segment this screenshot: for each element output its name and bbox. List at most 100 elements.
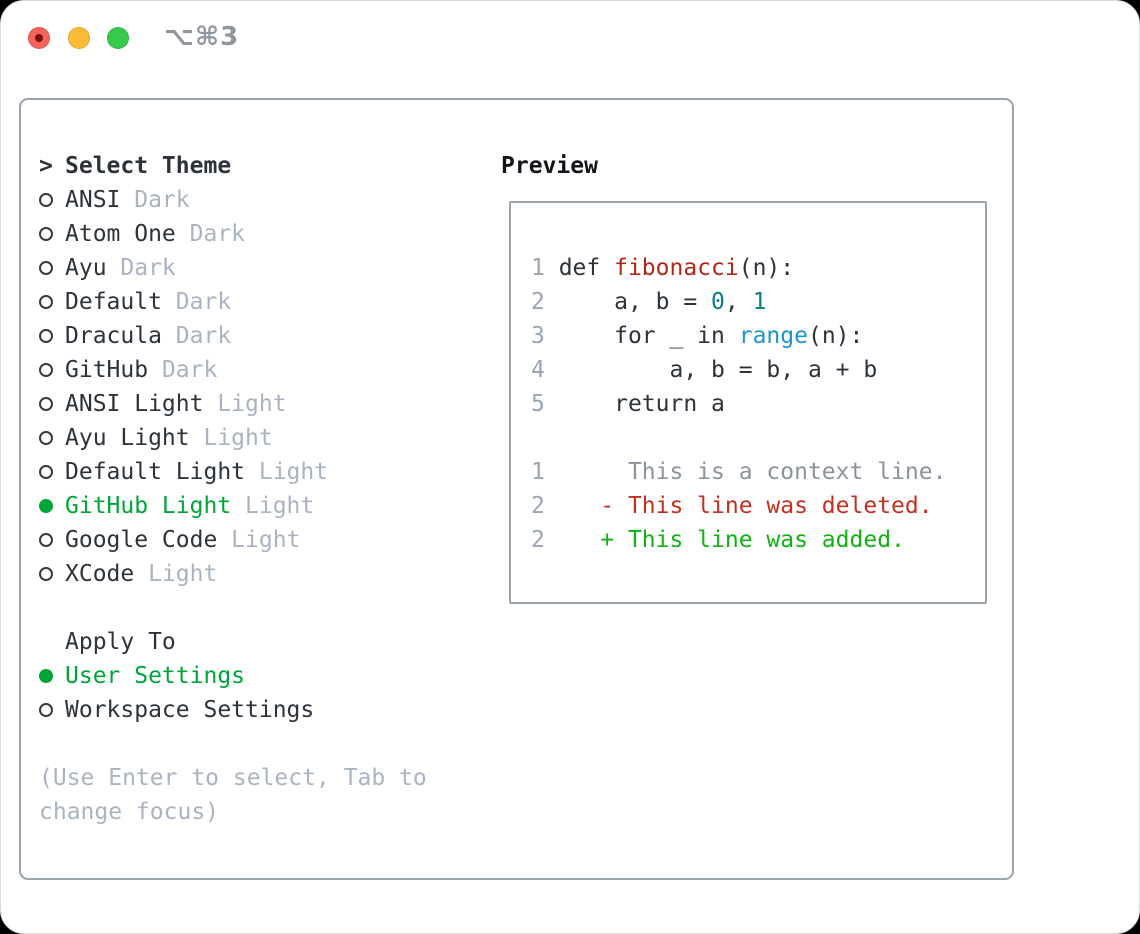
variant-badge: Dark [175,221,246,247]
unsaved-dot-icon [35,34,43,42]
radio-slot [39,465,65,479]
option-label: Ayu [65,255,107,281]
line-number: 3 [531,323,545,349]
option-label: XCode [65,561,135,587]
radio-unselected-icon [39,261,53,275]
variant-badge: Light [231,493,315,519]
theme-option[interactable]: GitHub Light Light [39,489,459,523]
line-number: 2 [531,289,545,315]
focus-caret-slot: > [39,149,65,183]
window-title: ⌥⌘3 [164,22,240,52]
zoom-button[interactable] [107,27,129,49]
code-segment: (n): [738,255,795,281]
radio-slot [39,329,65,343]
radio-slot [39,227,65,241]
radio-slot [39,363,65,377]
option-label: Atom One [65,221,176,247]
variant-badge: Dark [120,187,190,213]
apply-option[interactable]: User Settings [39,659,459,693]
spacer [39,727,459,761]
theme-option[interactable]: Ayu Light Light [39,421,459,455]
code-segment: fibonacci [614,255,739,281]
code-segment: range [738,323,808,349]
line-number: 2 [531,493,545,519]
radio-slot [39,703,65,717]
radio-unselected-icon [39,533,53,547]
theme-option[interactable]: Default Dark [39,285,459,319]
code-segment: def [544,255,615,281]
theme-option[interactable]: Atom One Dark [39,217,459,251]
code-segment: for _ in [544,323,739,349]
code-line: 2 - This line was deleted. [531,489,985,523]
radio-unselected-icon [39,363,53,377]
option-label: ANSI Light [65,391,204,417]
variant-badge: Dark [161,289,232,315]
theme-option[interactable]: Dracula Dark [39,319,459,353]
minimize-button[interactable] [68,27,90,49]
code-segment: return a [544,391,725,417]
line-number: 2 [531,527,545,553]
code-segment: a, b = b, a + b [544,357,878,383]
variant-badge: Light [217,527,301,553]
variant-badge: Light [189,425,273,451]
code-segment: + This line was added. [544,527,905,553]
theme-list-header: > Select Theme [39,149,459,183]
radio-unselected-icon [39,329,53,343]
radio-unselected-icon [39,703,53,717]
line-number: 4 [531,357,545,383]
code-segment: , [724,289,753,315]
apply-to-header: Apply To [39,625,459,659]
radio-unselected-icon [39,193,53,207]
radio-selected-icon [39,669,53,683]
code-segment: - This line was deleted. [544,493,933,519]
theme-option[interactable]: ANSI Dark [39,183,459,217]
theme-option[interactable]: Ayu Dark [39,251,459,285]
theme-option[interactable]: Default Light Light [39,455,459,489]
radio-unselected-icon [39,567,53,581]
code-line: 2 a, b = 0, 1 [531,285,985,319]
keyboard-hint: (Use Enter to select, Tab to change focu… [39,765,427,825]
radio-slot [39,499,65,513]
code-line: 5 return a [531,387,985,421]
preview-title: Preview [501,153,598,179]
variant-badge: Light [245,459,329,485]
radio-slot [39,193,65,207]
radio-slot [39,397,65,411]
radio-selected-icon [39,499,53,513]
code-line: 1 This is a context line. [531,455,985,489]
code-segment: (n): [807,323,864,349]
close-button[interactable] [28,27,50,49]
theme-option[interactable]: ANSI Light Light [39,387,459,421]
variant-badge: Dark [148,357,218,383]
option-label: Ayu Light [65,425,190,451]
option-label: Google Code [65,527,218,553]
theme-option[interactable]: Google Code Light [39,523,459,557]
radio-slot [39,295,65,309]
variant-badge: Light [203,391,287,417]
option-label: GitHub [65,357,149,383]
option-label: Workspace Settings [65,697,315,723]
variant-badge: Dark [106,255,176,281]
variant-badge: Light [134,561,218,587]
line-number: 1 [531,459,545,485]
line-number: 5 [531,391,545,417]
radio-slot [39,533,65,547]
theme-list-title: Select Theme [65,153,232,179]
theme-option[interactable]: GitHub Dark [39,353,459,387]
code-segment: 0 [711,289,725,315]
code-line: 2 + This line was added. [531,523,985,557]
variant-badge: Dark [161,323,232,349]
theme-option[interactable]: XCode Light [39,557,459,591]
option-label: Default Light [65,459,246,485]
focus-caret-icon: > [39,153,53,179]
code-line [531,421,985,455]
radio-slot [39,567,65,581]
radio-unselected-icon [39,295,53,309]
apply-option[interactable]: Workspace Settings [39,693,459,727]
radio-unselected-icon [39,431,53,445]
